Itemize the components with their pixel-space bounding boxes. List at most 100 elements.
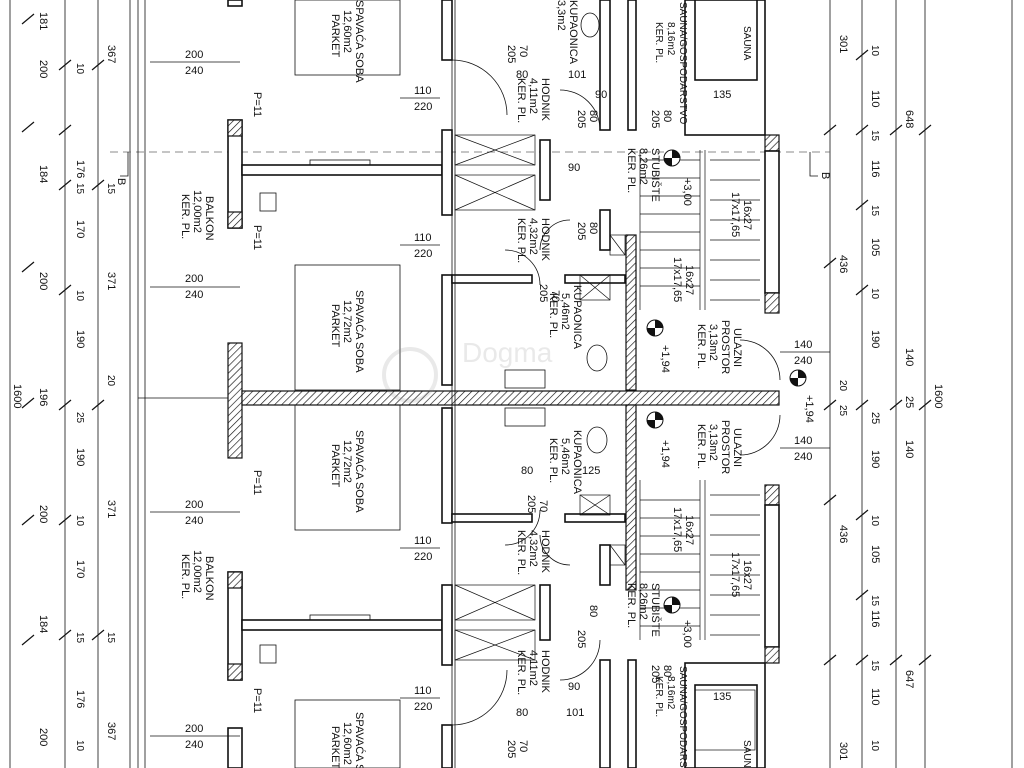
p11-a: P=11 bbox=[251, 92, 263, 117]
svg-text:PROSTOR: PROSTOR bbox=[719, 320, 731, 374]
svg-text:KER. PL.: KER. PL. bbox=[179, 554, 191, 599]
svg-text:SAUNA/GOSPODARSTVO: SAUNA/GOSPODARSTVO bbox=[677, 666, 688, 768]
room-hodnik-3: HODNIK 4,32m2 KER. PL. bbox=[515, 530, 551, 575]
svg-text:KER. PL.: KER. PL. bbox=[695, 324, 707, 369]
room-balkon-1: BALKON 12,00m2 KER. PL. bbox=[179, 190, 215, 241]
door-205-b: 205 bbox=[575, 110, 587, 128]
svg-text:ULAZNI: ULAZNI bbox=[731, 328, 743, 367]
right-dimension-chain: 301 110 116 105 436 190 25 190 436 105 1… bbox=[823, 0, 1013, 768]
svg-text:KER. PL.: KER. PL. bbox=[653, 676, 664, 717]
svg-text:16x27: 16x27 bbox=[683, 265, 695, 295]
level-300-top: +3,00 bbox=[681, 178, 693, 206]
left-dim-371a: 371 bbox=[105, 272, 117, 290]
door-80-f: 80 bbox=[587, 222, 599, 234]
right-dim-110a: 110 bbox=[869, 90, 881, 108]
svg-text:STUBIŠTE: STUBIŠTE bbox=[649, 583, 662, 637]
room-spavaca-top: SPAVAĆA SOBA 12,60m2 PARKET bbox=[329, 0, 366, 83]
svg-text:KER. PL.: KER. PL. bbox=[515, 650, 527, 695]
door-90-c: 90 bbox=[568, 681, 580, 693]
right-small-25: 25 bbox=[837, 405, 848, 417]
stair-spec-1: 16x27 17x17,65 bbox=[729, 192, 753, 237]
right-small-10b: 10 bbox=[869, 288, 880, 300]
left-dim-184a: 184 bbox=[37, 165, 49, 183]
room-ulazni-2: ULAZNI PROSTOR 3,13m2 KER. PL. bbox=[695, 420, 743, 474]
svg-text:HODNIK: HODNIK bbox=[539, 650, 551, 693]
win-220-d: 220 bbox=[414, 701, 432, 713]
room-stubiste-2: STUBIŠTE 8,26m2 KER. PL. bbox=[625, 583, 662, 637]
svg-text:12,00m2: 12,00m2 bbox=[191, 190, 203, 233]
room-spavaca-2: SPAVAĆA SOBA 12,72m2 PARKET bbox=[329, 430, 366, 513]
left-small-10a: 10 bbox=[74, 63, 85, 75]
door-70-c: 70 bbox=[537, 500, 549, 512]
svg-text:KUPAONICA: KUPAONICA bbox=[571, 285, 583, 350]
win-200-b: 200 bbox=[185, 273, 203, 285]
svg-text:16x27: 16x27 bbox=[741, 560, 753, 590]
right-dim-110b: 110 bbox=[869, 688, 881, 706]
left-small-10b: 10 bbox=[74, 290, 85, 302]
door-205-g: 205 bbox=[575, 630, 587, 648]
svg-text:STUBIŠTE: STUBIŠTE bbox=[649, 148, 662, 202]
room-gospodarstvo-bottom: SAUNA/GOSPODARSTVO 8,16m2 KER. PL. bbox=[653, 666, 688, 768]
left-dim-170b: 170 bbox=[74, 560, 86, 578]
svg-text:5,46m2: 5,46m2 bbox=[559, 293, 571, 330]
svg-text:12,72m2: 12,72m2 bbox=[341, 300, 353, 343]
svg-text:SPAVAĆA SOBA: SPAVAĆA SOBA bbox=[353, 290, 366, 373]
win-200-a: 200 bbox=[185, 49, 203, 61]
svg-text:KER. PL.: KER. PL. bbox=[625, 148, 637, 193]
svg-text:17x17,65: 17x17,65 bbox=[671, 507, 683, 552]
door-80-d: 80 bbox=[587, 110, 599, 122]
win-110-a: 110 bbox=[414, 85, 432, 97]
room-kupaonica-2: KUPAONICA 5,46m2 KER. PL. bbox=[547, 430, 583, 495]
room-gospodarstvo-top: SAUNA/GOSPODARSTVO 8,16m2 KER. PL. bbox=[653, 2, 688, 124]
left-small-25: 25 bbox=[74, 412, 85, 424]
door-205-c: 205 bbox=[649, 110, 661, 128]
svg-text:BALKON: BALKON bbox=[203, 556, 215, 601]
right-small-10a: 10 bbox=[869, 45, 880, 57]
door-90-b: 90 bbox=[568, 162, 580, 174]
room-spavaca-bottom: SPAVAĆA SOBA 12,60m2 PARKET bbox=[329, 712, 366, 768]
furniture-outlines bbox=[259, 0, 456, 768]
level-300-bottom: +3,00 bbox=[681, 620, 693, 648]
left-small-15c: 15 bbox=[74, 632, 85, 644]
right-small-20: 20 bbox=[837, 380, 848, 392]
svg-text:HODNIK: HODNIK bbox=[539, 78, 551, 121]
door-205-a: 205 bbox=[505, 45, 517, 63]
right-small-10d: 10 bbox=[869, 740, 880, 752]
win-240-b: 240 bbox=[185, 289, 203, 301]
room-stubiste-1: STUBIŠTE 8,26m2 KER. PL. bbox=[625, 148, 662, 202]
left-dim-200a: 200 bbox=[37, 60, 49, 78]
door-205-e: 205 bbox=[537, 284, 549, 302]
right-dim-190b: 190 bbox=[869, 450, 881, 468]
p11-c: P=11 bbox=[251, 470, 263, 495]
svg-text:HODNIK: HODNIK bbox=[539, 218, 551, 261]
svg-text:KER. PL.: KER. PL. bbox=[515, 218, 527, 263]
win-240-e: 240 bbox=[794, 355, 812, 367]
left-dim-371b: 371 bbox=[105, 500, 117, 518]
door-205-f: 205 bbox=[525, 495, 537, 513]
door-70-b: 70 bbox=[549, 290, 561, 302]
level-markers: +3,00 +1,94 +1,94 +3,00 +1,94 bbox=[646, 149, 815, 648]
svg-text:4,11m2: 4,11m2 bbox=[527, 650, 539, 686]
svg-text:3,3m2: 3,3m2 bbox=[555, 0, 567, 31]
room-ulazni-1: ULAZNI PROSTOR 3,13m2 KER. PL. bbox=[695, 320, 743, 374]
svg-text:KER. PL.: KER. PL. bbox=[547, 438, 559, 483]
door-205-d: 205 bbox=[575, 222, 587, 240]
watermark: Dogma bbox=[382, 337, 553, 403]
svg-text:5,46m2: 5,46m2 bbox=[559, 438, 571, 475]
win-140-a: 140 bbox=[794, 339, 812, 351]
left-dim-200d: 200 bbox=[37, 728, 49, 746]
svg-text:8,26m2: 8,26m2 bbox=[637, 583, 649, 620]
left-dim-196: 196 bbox=[37, 388, 49, 406]
right-small-15c: 15 bbox=[869, 595, 880, 607]
stair-spec-3: 16x27 17x17,65 bbox=[671, 507, 695, 552]
win-135-b: 135 bbox=[713, 691, 731, 703]
left-dim-181: 181 bbox=[37, 12, 49, 30]
svg-text:KUPAONICA: KUPAONICA bbox=[567, 0, 579, 65]
right-dim-647: 647 bbox=[903, 670, 915, 688]
p11-b: P=11 bbox=[251, 225, 263, 250]
room-balkon-2: BALKON 12,00m2 KER. PL. bbox=[179, 550, 215, 601]
left-small-15a: 15 bbox=[74, 183, 85, 195]
svg-text:12,60m2: 12,60m2 bbox=[341, 10, 353, 53]
left-dim-170a: 170 bbox=[74, 220, 86, 238]
